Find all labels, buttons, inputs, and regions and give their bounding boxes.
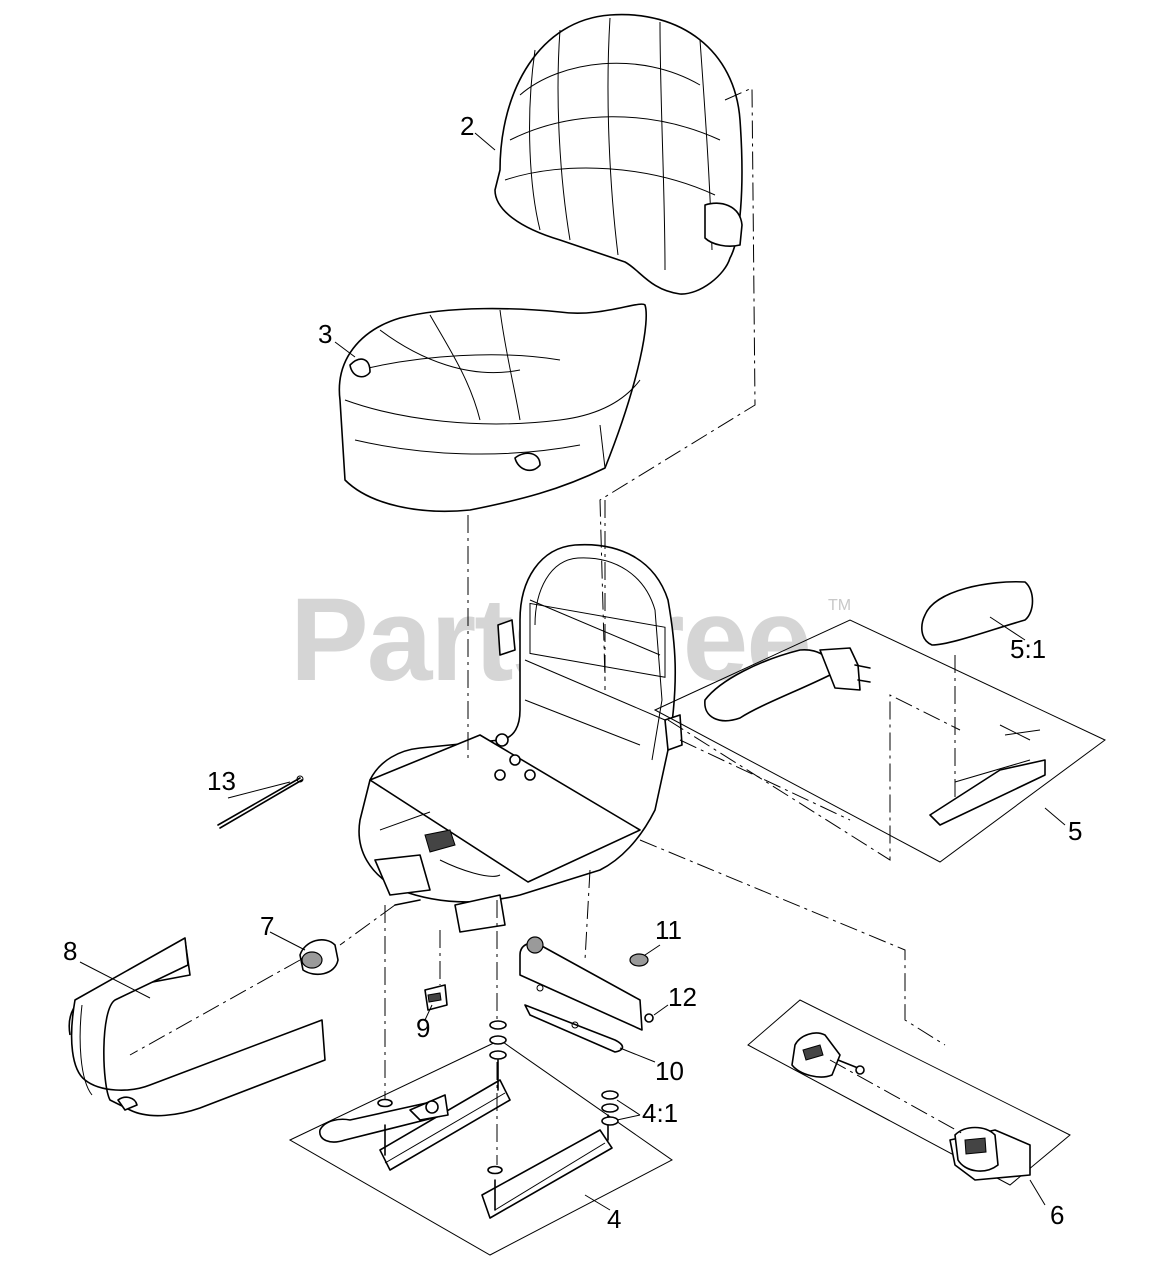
callout-5-1: 5:1 — [1010, 634, 1046, 664]
part-10-bracket[interactable] — [519, 936, 643, 1053]
part-13-cable-tie[interactable] — [217, 775, 304, 829]
callout-8: 8 — [63, 936, 77, 966]
callout-13: 13 — [207, 766, 236, 796]
callout-12: 12 — [668, 982, 697, 1012]
part-4-seat-slide-rails[interactable] — [288, 1020, 673, 1256]
callout-5: 5 — [1068, 816, 1082, 846]
part-3-seat-bottom-cushion[interactable] — [338, 303, 647, 513]
callout-leaders — [79, 132, 1066, 1211]
callout-10: 10 — [655, 1056, 684, 1086]
watermark-trademark: TM — [828, 597, 851, 614]
part-6-wiring-connectors[interactable] — [747, 999, 1071, 1186]
part-5-armrest-assembly[interactable] — [653, 580, 1106, 863]
callout-3: 3 — [318, 319, 332, 349]
callout-9: 9 — [416, 1013, 430, 1043]
seat-frame[interactable] — [358, 543, 683, 933]
callout-11: 11 — [655, 915, 682, 945]
callout-2: 2 — [460, 111, 474, 141]
part-2-seat-back-cushion[interactable] — [494, 13, 743, 295]
part-8-skirt-panel[interactable] — [68, 937, 326, 1117]
callout-4: 4 — [607, 1204, 621, 1234]
callout-7: 7 — [260, 911, 274, 941]
part-11-cap[interactable] — [629, 953, 649, 967]
callout-6: 6 — [1050, 1200, 1064, 1230]
callout-4-1: 4:1 — [642, 1098, 678, 1128]
assembly-guide-lines — [129, 87, 966, 1165]
part-12-fastener[interactable] — [644, 1013, 654, 1023]
part-4-1-washers[interactable] — [377, 1020, 619, 1175]
part-7-knob[interactable] — [299, 939, 339, 976]
part-9-seat-switch[interactable] — [424, 984, 448, 1011]
